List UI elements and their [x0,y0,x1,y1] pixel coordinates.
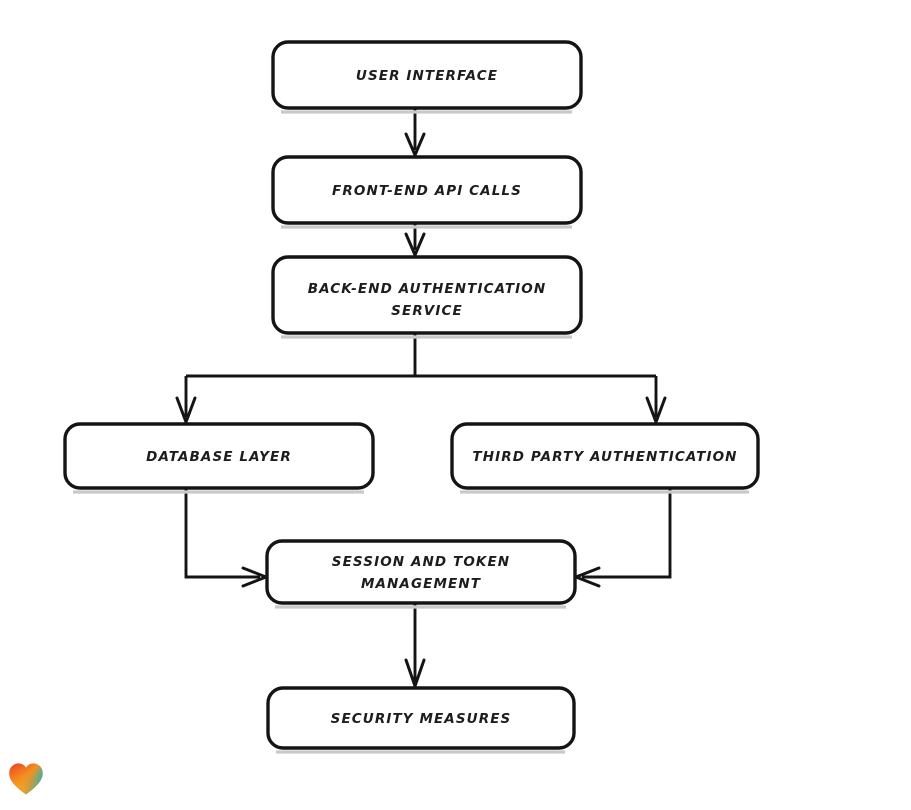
node-back-end-authentication-service[interactable]: BACK-END AUTHENTICATION SERVICE [271,255,583,339]
node-session-and-token-management-box[interactable] [265,539,577,605]
node-database-layer[interactable]: DATABASE LAYER [63,422,375,494]
edge-backend-split-bus [186,333,656,378]
edge-session-to-security [404,603,426,688]
heart-icon [8,761,44,797]
node-user-interface-label: USER INTERFACE [356,68,498,84]
node-session-and-token-management-label-line1: SESSION AND TOKEN [332,554,510,570]
node-third-party-authentication[interactable]: THIRD PARTY AUTHENTICATION [450,422,760,494]
node-third-party-authentication-box[interactable] [450,422,760,490]
node-third-party-authentication-label: THIRD PARTY AUTHENTICATION [472,449,737,465]
node-session-and-token-management-label-line2: MANAGEMENT [361,576,482,592]
node-user-interface[interactable]: USER INTERFACE [271,40,583,114]
node-back-end-authentication-service-box[interactable] [271,255,583,335]
edge-ui-to-api [404,108,426,157]
edge-backend-to-database [175,376,197,424]
node-user-interface-box[interactable] [271,40,583,110]
node-back-end-authentication-service-label-line1: BACK-END AUTHENTICATION [308,281,547,297]
node-database-layer-label: DATABASE LAYER [146,449,292,465]
node-session-and-token-management[interactable]: SESSION AND TOKEN MANAGEMENT [265,539,577,609]
node-front-end-api-calls-box[interactable] [271,155,583,225]
node-front-end-api-calls-label: FRONT-END API CALLS [332,183,522,199]
node-back-end-authentication-service-label-line2: SERVICE [391,303,463,319]
node-database-layer-box[interactable] [63,422,375,490]
node-layer: USER INTERFACE FRONT-END API CALLS BACK-… [63,40,760,754]
edge-database-to-session [184,488,268,588]
edge-backend-to-thirdparty [645,376,667,424]
edge-thirdparty-to-session [574,488,672,588]
node-security-measures-label: SECURITY MEASURES [331,711,512,727]
node-security-measures-box[interactable] [266,686,576,750]
node-security-measures[interactable]: SECURITY MEASURES [266,686,576,754]
node-front-end-api-calls[interactable]: FRONT-END API CALLS [271,155,583,229]
